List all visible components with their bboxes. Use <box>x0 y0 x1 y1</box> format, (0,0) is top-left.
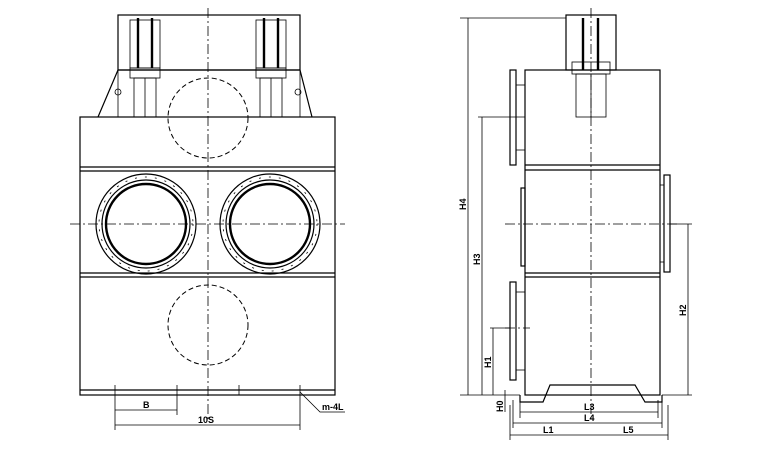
hood <box>97 69 313 118</box>
actuator-left <box>129 18 161 118</box>
side-flange-top <box>509 69 517 166</box>
dim-h2: H2 <box>678 304 688 316</box>
top-opening-hidden <box>167 77 249 159</box>
dim-h1: H1 <box>483 356 493 368</box>
dim-bolt-pitch: B <box>143 400 150 410</box>
side-flange-inner <box>520 187 526 267</box>
dim-h0: H0 <box>495 400 505 412</box>
side-flange-bottom <box>509 281 517 381</box>
side-flange-right <box>663 174 671 273</box>
front-view: B 10S m-4L <box>70 8 345 430</box>
housing-body <box>79 116 336 396</box>
dim-l1: L1 <box>543 425 554 435</box>
side-view: H4 H3 H1 H0 H2 L3 L4 L1 L5 <box>458 8 692 440</box>
dim-l5: L5 <box>623 425 634 435</box>
hole-callout: m-4L <box>322 402 344 412</box>
side-base <box>519 384 663 403</box>
dim-h3: H3 <box>472 253 482 265</box>
dim-h4: H4 <box>458 198 468 210</box>
dim-l4: L4 <box>584 413 595 423</box>
dim-total-bolt: 10S <box>198 415 214 425</box>
side-housing <box>524 69 661 396</box>
top-actuator-box <box>117 14 301 71</box>
dim-l3: L3 <box>584 402 595 412</box>
actuator-right <box>255 18 287 118</box>
